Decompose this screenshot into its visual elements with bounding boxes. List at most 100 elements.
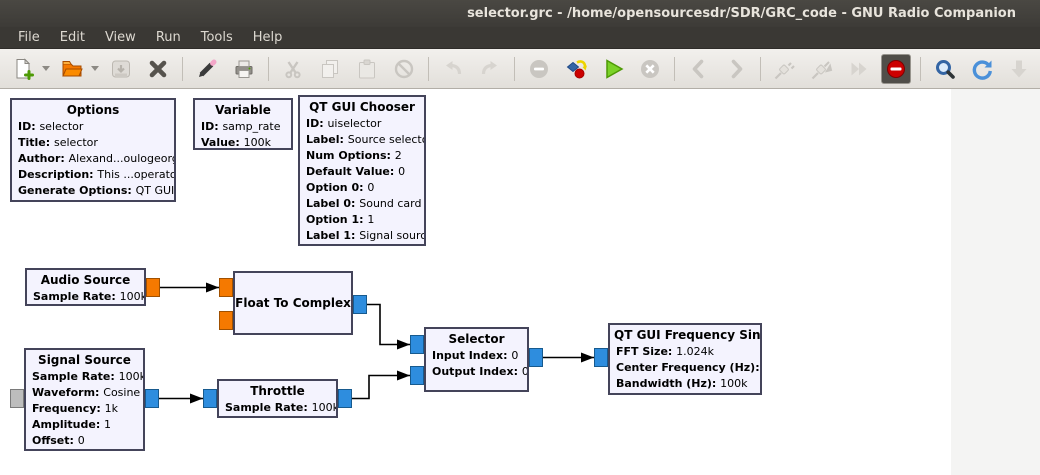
port-in-selector-0[interactable] [410,335,424,354]
block-title: Audio Source [40,273,131,287]
scissors-button [278,54,308,84]
undo-arrow-icon [446,60,462,74]
redo-arrow-button [475,54,505,84]
port-in-qtgui_freq_sink-0[interactable] [594,348,608,367]
play-icon [606,58,624,79]
port-in-selector-1[interactable] [410,366,424,385]
block-param: Center Frequency (Hz): 0 [616,361,762,374]
block-param: Bandwidth (Hz): 100k [616,377,748,390]
menu-item-tools[interactable]: Tools [200,29,233,45]
dropdown-arrow-icon[interactable] [42,66,50,71]
port-out-selector-0[interactable] [529,348,543,367]
block-param: Default Value: 0 [306,165,406,178]
connections-layer [159,282,594,404]
menu-item-edit[interactable]: Edit [59,29,85,45]
plug-connect-button [807,54,837,84]
connection-throttle-to-selector[interactable] [352,370,410,400]
no-entry-icon [394,59,414,78]
menu-item-view[interactable]: View [104,29,136,45]
paste-icon [359,59,375,78]
block-param: Offset: 0 [32,434,85,447]
play-button[interactable] [598,54,628,84]
block-param: ID: uiselector [306,117,382,130]
stop-x-circle-icon [641,59,659,78]
stop-x-circle-button [635,54,665,84]
magnifier-button[interactable] [930,54,960,84]
block-title: Variable [215,103,271,117]
close-button[interactable] [143,54,173,84]
block-param: Waveform: Cosine [32,386,141,399]
menu-item-file[interactable]: File [18,29,40,45]
port-in-float_to_complex-0[interactable] [219,278,233,297]
block-param: Sample Rate: 100k [33,290,146,303]
undo-arrow-button [438,54,468,84]
chevron-right-button [721,54,751,84]
printer-icon [235,60,253,78]
port-out-signal_source-0[interactable] [145,389,159,408]
printer-button[interactable] [229,54,259,84]
no-entry-button [389,54,419,84]
window-title: selector.grc - /home/opensourcesdr/SDR/G… [467,6,1016,21]
new-document-button[interactable] [8,54,38,84]
port-out-float_to_complex-0[interactable] [353,295,367,314]
block-param: Title: selector [18,136,98,149]
chevron-left-icon [692,59,704,78]
port-out-audio_source-0[interactable] [146,278,160,297]
port-in-signal_source-0[interactable] [10,389,24,408]
port-in-float_to_complex-1[interactable] [219,311,233,330]
connection-float_to_complex-to-selector[interactable] [367,303,410,350]
block-param: Label 0: Sound card [306,197,422,210]
block-title: Throttle [250,384,305,398]
save-icon [112,60,130,77]
magnifier-icon [936,59,955,79]
block-param: Amplitude: 1 [32,418,112,431]
kill-no-entry-button[interactable] [881,53,911,84]
block-title: Selector [448,332,505,346]
chevron-left-button [684,54,714,84]
toolbar-separator [674,56,675,81]
minus-circle-button [524,54,554,84]
menu-item-help[interactable]: Help [252,29,283,45]
toolbar-separator [268,56,269,81]
reload-icon [972,59,992,80]
block-param: Output Index: 0 [432,365,529,378]
toolbar-separator [760,56,761,81]
toolbar [0,49,1040,89]
chevron-right-icon [731,59,743,78]
toolbar-separator [920,56,921,81]
down-arrow-button [1004,54,1034,84]
copy-button [315,54,345,84]
fast-forward-button [844,54,874,84]
plug-connect-icon [811,60,833,79]
block-param: Frequency: 1k [32,402,118,415]
port-out-throttle-0[interactable] [338,389,352,408]
block-param: Label 1: Signal source [306,229,426,242]
open-folder-button[interactable] [57,54,87,84]
copy-icon [322,59,338,78]
canvas-gutter [951,89,1040,475]
block-param: Label: Source selector [306,133,426,146]
menu-item-run[interactable]: Run [155,29,181,45]
paste-button [352,54,382,84]
block-title: QT GUI Chooser [309,100,415,114]
block-float_to_complex[interactable]: Float To Complex [233,271,353,335]
fast-forward-icon [851,62,867,75]
port-in-throttle-0[interactable] [203,389,217,408]
dropdown-arrow-icon[interactable] [91,66,99,71]
generate-flowgraph-button[interactable] [561,54,591,84]
reload-button[interactable] [967,54,997,84]
open-folder-icon [62,60,83,76]
plug-disconnect-icon [774,61,795,79]
kill-no-entry-icon [887,59,905,78]
pencil-button[interactable] [192,54,222,84]
menu-bar: File Edit View Run Tools Help [0,27,1040,49]
